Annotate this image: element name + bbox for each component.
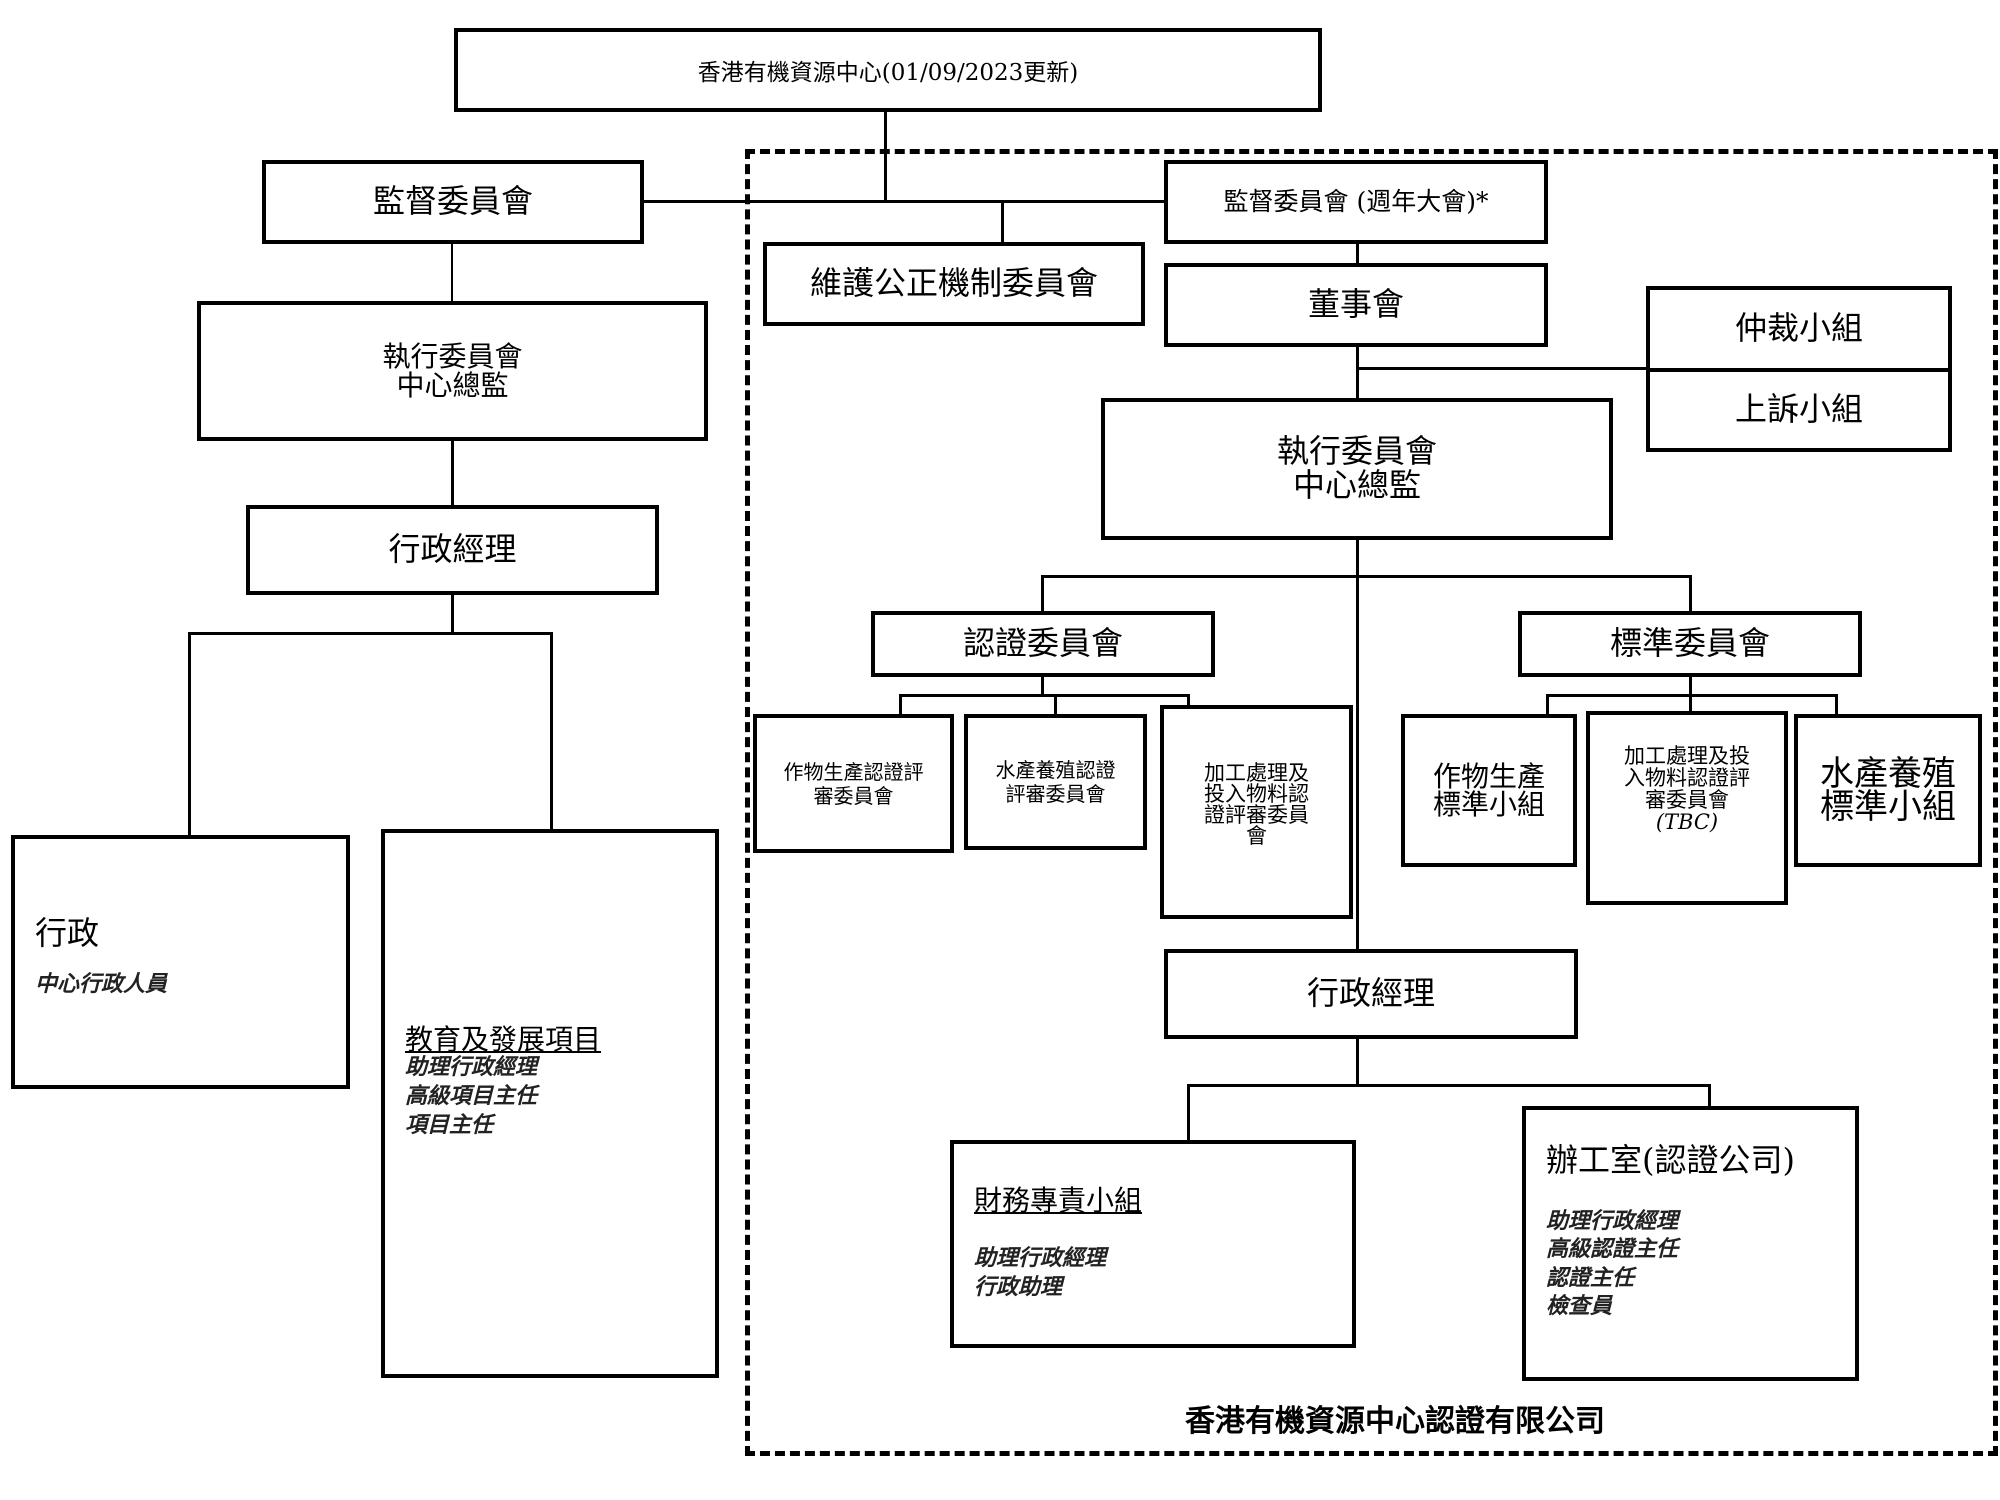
supervisory-committee-label: 監督委員會 xyxy=(372,182,533,221)
box-text-line: 作物生產 xyxy=(1432,759,1545,793)
box-text-line: 水產養殖 xyxy=(1820,754,1956,795)
aquaculture-cert-review-committee-box: 水產養殖認證 評審委員會 xyxy=(964,714,1147,850)
board-box: 董事會 xyxy=(1164,263,1548,347)
connector xyxy=(451,594,454,634)
education-box: 教育及發展項目 助理行政經理 高級項目主任 項目主任 xyxy=(381,829,719,1378)
standards-committee-label: 標準委員會 xyxy=(1609,624,1770,663)
connector xyxy=(451,440,454,506)
box-text-line: 審委員會 xyxy=(1645,788,1729,813)
board-label: 董事會 xyxy=(1307,285,1404,324)
crop-cert-review-committee-box: 作物生產認證評 審委員會 xyxy=(753,714,954,853)
box-text-line: 會 xyxy=(1246,824,1267,848)
connector xyxy=(1356,539,1359,951)
connector xyxy=(1041,575,1044,613)
arbitration-panel-box: 仲裁小組 xyxy=(1646,286,1952,372)
connector xyxy=(1041,575,1692,578)
admin-heading: 行政 xyxy=(35,914,100,952)
certification-committee-label: 認證委員會 xyxy=(962,624,1123,663)
connector xyxy=(1546,694,1838,697)
connector xyxy=(1356,243,1359,264)
arbitration-panel-label: 仲裁小組 xyxy=(1734,309,1863,348)
connector xyxy=(1356,1039,1359,1086)
executive-committee-label: 執行委員會 xyxy=(382,339,523,373)
office-staff: 認證主任 xyxy=(1546,1265,1635,1291)
finance-staff: 助理行政經理 xyxy=(974,1246,1107,1272)
supervisory-agm-label: 監督委員會 (週年大會)* xyxy=(1223,187,1489,216)
education-staff: 助理行政經理 xyxy=(405,1055,538,1081)
admin-manager-box-left: 行政經理 xyxy=(246,505,659,595)
connector xyxy=(451,243,453,303)
education-staff: 高級項目主任 xyxy=(405,1083,538,1109)
supervisory-agm-box: 監督委員會 (週年大會)* xyxy=(1164,160,1548,244)
standards-committee-box: 標準委員會 xyxy=(1518,611,1862,677)
connector xyxy=(1546,694,1549,716)
finance-panel-box: 財務專責小組 助理行政經理 行政助理 xyxy=(950,1140,1356,1348)
admin-manager-label: 行政經理 xyxy=(1306,974,1435,1013)
connector xyxy=(644,200,1166,203)
box-text-line: 審委員會 xyxy=(813,783,894,808)
box-text-line: 加工處理及投 xyxy=(1624,744,1750,768)
admin-manager-box-right: 行政經理 xyxy=(1164,949,1578,1039)
connector xyxy=(884,111,887,203)
box-text-line: 作物生產認證評 xyxy=(783,759,924,784)
admin-box: 行政 中心行政人員 xyxy=(11,835,350,1089)
education-heading: 教育及發展項目 xyxy=(405,1023,602,1056)
box-text-line: 水產養殖認證 xyxy=(995,758,1116,782)
processing-inputs-standards-committee-box: 加工處理及投 入物料認證評 審委員會 (TBC) xyxy=(1586,711,1788,905)
box-text-line: 標準小組 xyxy=(1432,787,1545,821)
admin-staff: 中心行政人員 xyxy=(35,971,168,997)
supervisory-committee-box: 監督委員會 xyxy=(262,160,644,244)
impartiality-committee-box: 維護公正機制委員會 xyxy=(763,242,1145,326)
appeal-panel-box: 上訴小組 xyxy=(1646,368,1952,452)
box-text-line: 標準小組 xyxy=(1820,786,1956,827)
box-text-line: 加工處理及 xyxy=(1204,761,1309,785)
centre-director-label: 中心總監 xyxy=(396,369,509,402)
company-label: 香港有機資源中心認證有限公司 xyxy=(1185,1404,1605,1439)
connector xyxy=(1708,1084,1711,1108)
page-title: 香港有機資源中心(01/09/2023更新) xyxy=(697,60,1079,86)
finance-staff: 行政助理 xyxy=(974,1274,1063,1300)
executive-committee-label: 執行委員會 xyxy=(1276,432,1437,471)
office-heading: 辦工室(認證公司) xyxy=(1546,1141,1795,1179)
connector xyxy=(1041,675,1044,696)
impartiality-committee-label: 維護公正機制委員會 xyxy=(809,264,1098,303)
connector xyxy=(188,632,553,635)
education-staff: 項目主任 xyxy=(405,1112,494,1138)
box-text-line: 投入物料認 xyxy=(1204,782,1309,806)
connector xyxy=(1187,694,1190,707)
connector xyxy=(550,632,553,832)
connector xyxy=(1835,694,1838,716)
finance-heading: 財務專責小組 xyxy=(974,1184,1143,1217)
office-staff: 高級認證主任 xyxy=(1546,1237,1679,1263)
tbc-note: (TBC) xyxy=(1655,810,1719,835)
aquaculture-standards-panel-box: 水產養殖 標準小組 xyxy=(1794,714,1982,867)
connector xyxy=(1356,367,1646,370)
connector xyxy=(1001,200,1004,243)
connector xyxy=(1187,1084,1711,1087)
office-box: 辦工室(認證公司) 助理行政經理 高級認證主任 認證主任 檢查員 xyxy=(1522,1106,1859,1381)
crop-standards-panel-box: 作物生產 標準小組 xyxy=(1401,714,1577,867)
office-staff: 檢查員 xyxy=(1546,1294,1613,1320)
box-text-line: 入物料認證評 xyxy=(1624,766,1750,791)
centre-director-label: 中心總監 xyxy=(1292,466,1421,504)
connector xyxy=(188,632,191,837)
company-container xyxy=(745,149,1998,1456)
office-staff: 助理行政經理 xyxy=(1546,1208,1679,1234)
executive-committee-box-left: 執行委員會 中心總監 xyxy=(197,301,708,441)
connector xyxy=(899,694,1190,697)
connector xyxy=(899,694,902,716)
connector xyxy=(1187,1084,1190,1142)
processing-inputs-cert-review-committee-box: 加工處理及 投入物料認 證評審委員 會 xyxy=(1160,705,1353,919)
box-text-line: 證評審委員 xyxy=(1204,803,1309,827)
top-title-box: 香港有機資源中心(01/09/2023更新) xyxy=(454,28,1322,112)
connector xyxy=(1054,694,1057,716)
appeal-panel-label: 上訴小組 xyxy=(1734,390,1863,429)
admin-manager-label: 行政經理 xyxy=(388,530,517,569)
certification-committee-box: 認證委員會 xyxy=(871,611,1215,677)
executive-committee-box-right: 執行委員會 中心總監 xyxy=(1101,398,1613,540)
connector xyxy=(1689,575,1692,613)
box-text-line: 評審委員會 xyxy=(1005,782,1106,806)
connector xyxy=(1356,346,1359,399)
